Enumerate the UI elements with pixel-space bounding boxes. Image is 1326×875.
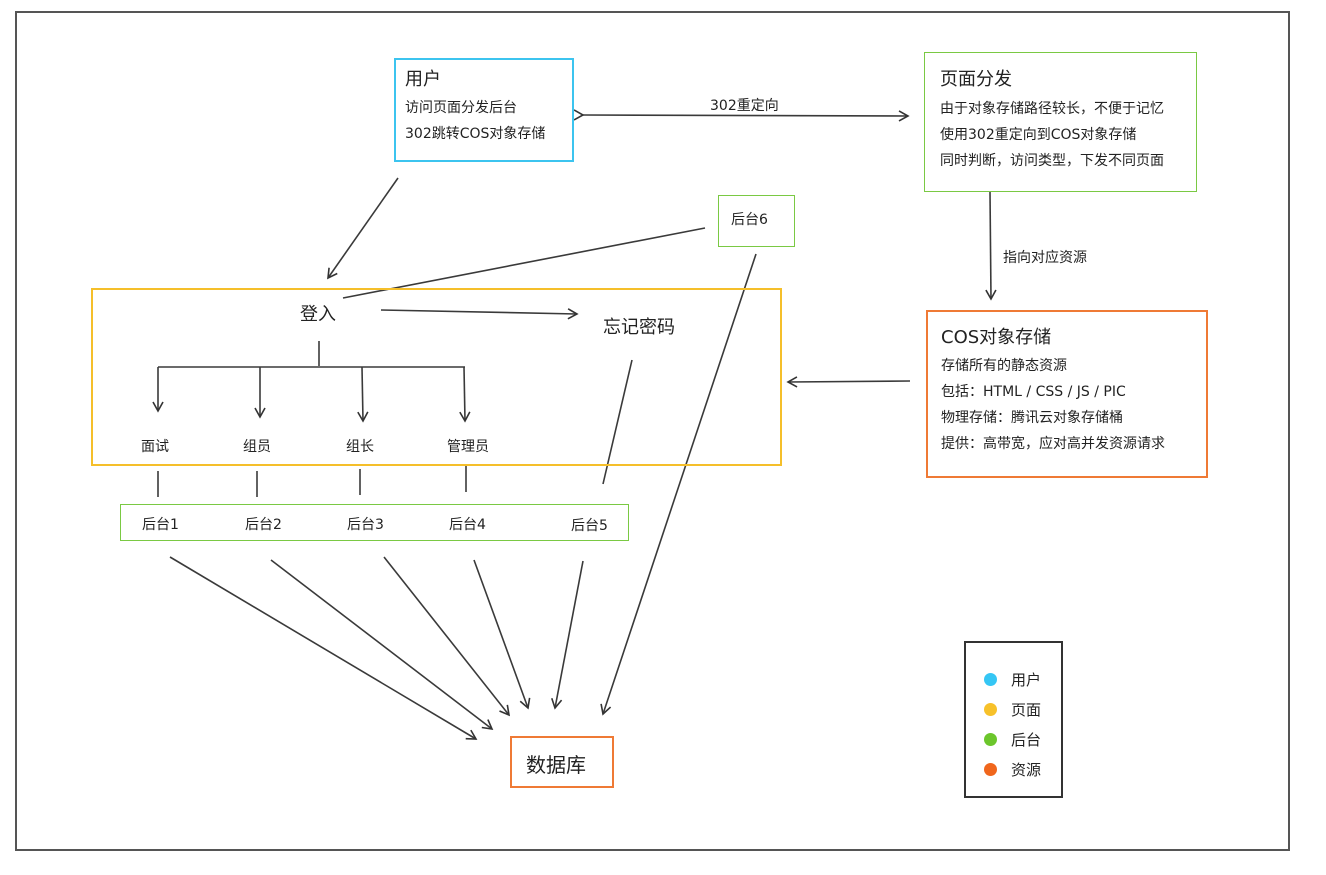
database-label: 数据库 (526, 753, 586, 777)
cos-box-line: 包括：HTML / CSS / JS / PIC (941, 384, 1126, 400)
backend4-to-db-arrow (473, 559, 531, 710)
role-admin: 管理员 (447, 439, 489, 455)
login-node: 登入 (300, 304, 336, 325)
backend2-label: 后台2 (245, 517, 282, 533)
backend6-to-login-line (342, 227, 706, 299)
legend-label: 资源 (1011, 761, 1042, 779)
legend-label: 用户 (1011, 671, 1042, 689)
dispatch-box-title: 页面分发 (940, 69, 1012, 90)
backend5-label: 后台5 (571, 518, 608, 534)
database-box: 数据库 (510, 736, 614, 788)
cos-to-pages-arrow (786, 376, 911, 388)
legend-dot-icon (984, 733, 997, 746)
backend5-to-db-arrow (551, 560, 584, 710)
user-box-title: 用户 (405, 69, 441, 90)
login-to-leader-arrow (357, 366, 369, 423)
cos-box: COS对象存储 存储所有的静态资源 包括：HTML / CSS / JS / P… (926, 310, 1208, 478)
user-box: 用户 访问页面分发后台 302跳转COS对象存储 (394, 58, 574, 162)
diagram-frame (15, 11, 1290, 851)
login-to-forgot-arrow (380, 308, 579, 320)
legend-item: 用户 (984, 669, 1041, 690)
cos-box-line: 物理存储：腾讯云对象存储桶 (941, 410, 1123, 426)
redirect-label: 302重定向 (710, 98, 779, 114)
legend-item: 页面 (984, 699, 1041, 720)
cos-box-line: 存储所有的静态资源 (941, 358, 1067, 374)
role-leader: 组长 (346, 439, 374, 455)
legend-dot-icon (984, 703, 997, 716)
redirect-arrow (573, 109, 910, 122)
dispatch-box-line: 由于对象存储路径较长，不便于记忆 (940, 101, 1164, 117)
legend-item: 后台 (984, 729, 1041, 750)
backend1-label: 后台1 (142, 517, 179, 533)
legend-label: 后台 (1011, 731, 1042, 749)
dispatch-box: 页面分发 由于对象存储路径较长，不便于记忆 使用302重定向到COS对象存储 同… (924, 52, 1197, 192)
legend-item: 资源 (984, 759, 1041, 780)
forgot-to-backend5-line (602, 359, 633, 485)
role-interview: 面试 (141, 439, 169, 455)
dispatch-box-line: 使用302重定向到COS对象存储 (940, 127, 1137, 143)
backend6-label: 后台6 (731, 212, 768, 228)
backend4-label: 后台4 (449, 517, 486, 533)
backend2-to-db-arrow (270, 559, 494, 731)
dispatch-to-cos-arrow (985, 191, 997, 301)
user-box-line: 302跳转COS对象存储 (405, 126, 546, 142)
legend-dot-icon (984, 673, 997, 686)
legend-label: 页面 (1011, 701, 1042, 719)
legend-dot-icon (984, 763, 997, 776)
backend1-to-db-arrow (169, 556, 478, 740)
login-to-admin-arrow (459, 366, 471, 423)
user-to-login-arrow (327, 177, 399, 280)
dispatch-box-line: 同时判断，访问类型，下发不同页面 (940, 153, 1164, 169)
forgot-password-node: 忘记密码 (603, 317, 675, 338)
backend6-to-db-arrow (600, 253, 757, 716)
cos-box-title: COS对象存储 (941, 327, 1052, 348)
backend3-to-db-arrow (383, 556, 511, 717)
legend: 用户 页面 后台 资源 (964, 641, 1063, 798)
backends-box (120, 504, 629, 541)
user-box-line: 访问页面分发后台 (405, 100, 517, 116)
point-resource-label: 指向对应资源 (1003, 250, 1087, 266)
cos-box-line: 提供：高带宽，应对高并发资源请求 (941, 436, 1165, 452)
backend6-box: 后台6 (718, 195, 795, 247)
role-member: 组员 (243, 439, 271, 455)
page-group-box (91, 288, 782, 466)
backend3-label: 后台3 (347, 517, 384, 533)
